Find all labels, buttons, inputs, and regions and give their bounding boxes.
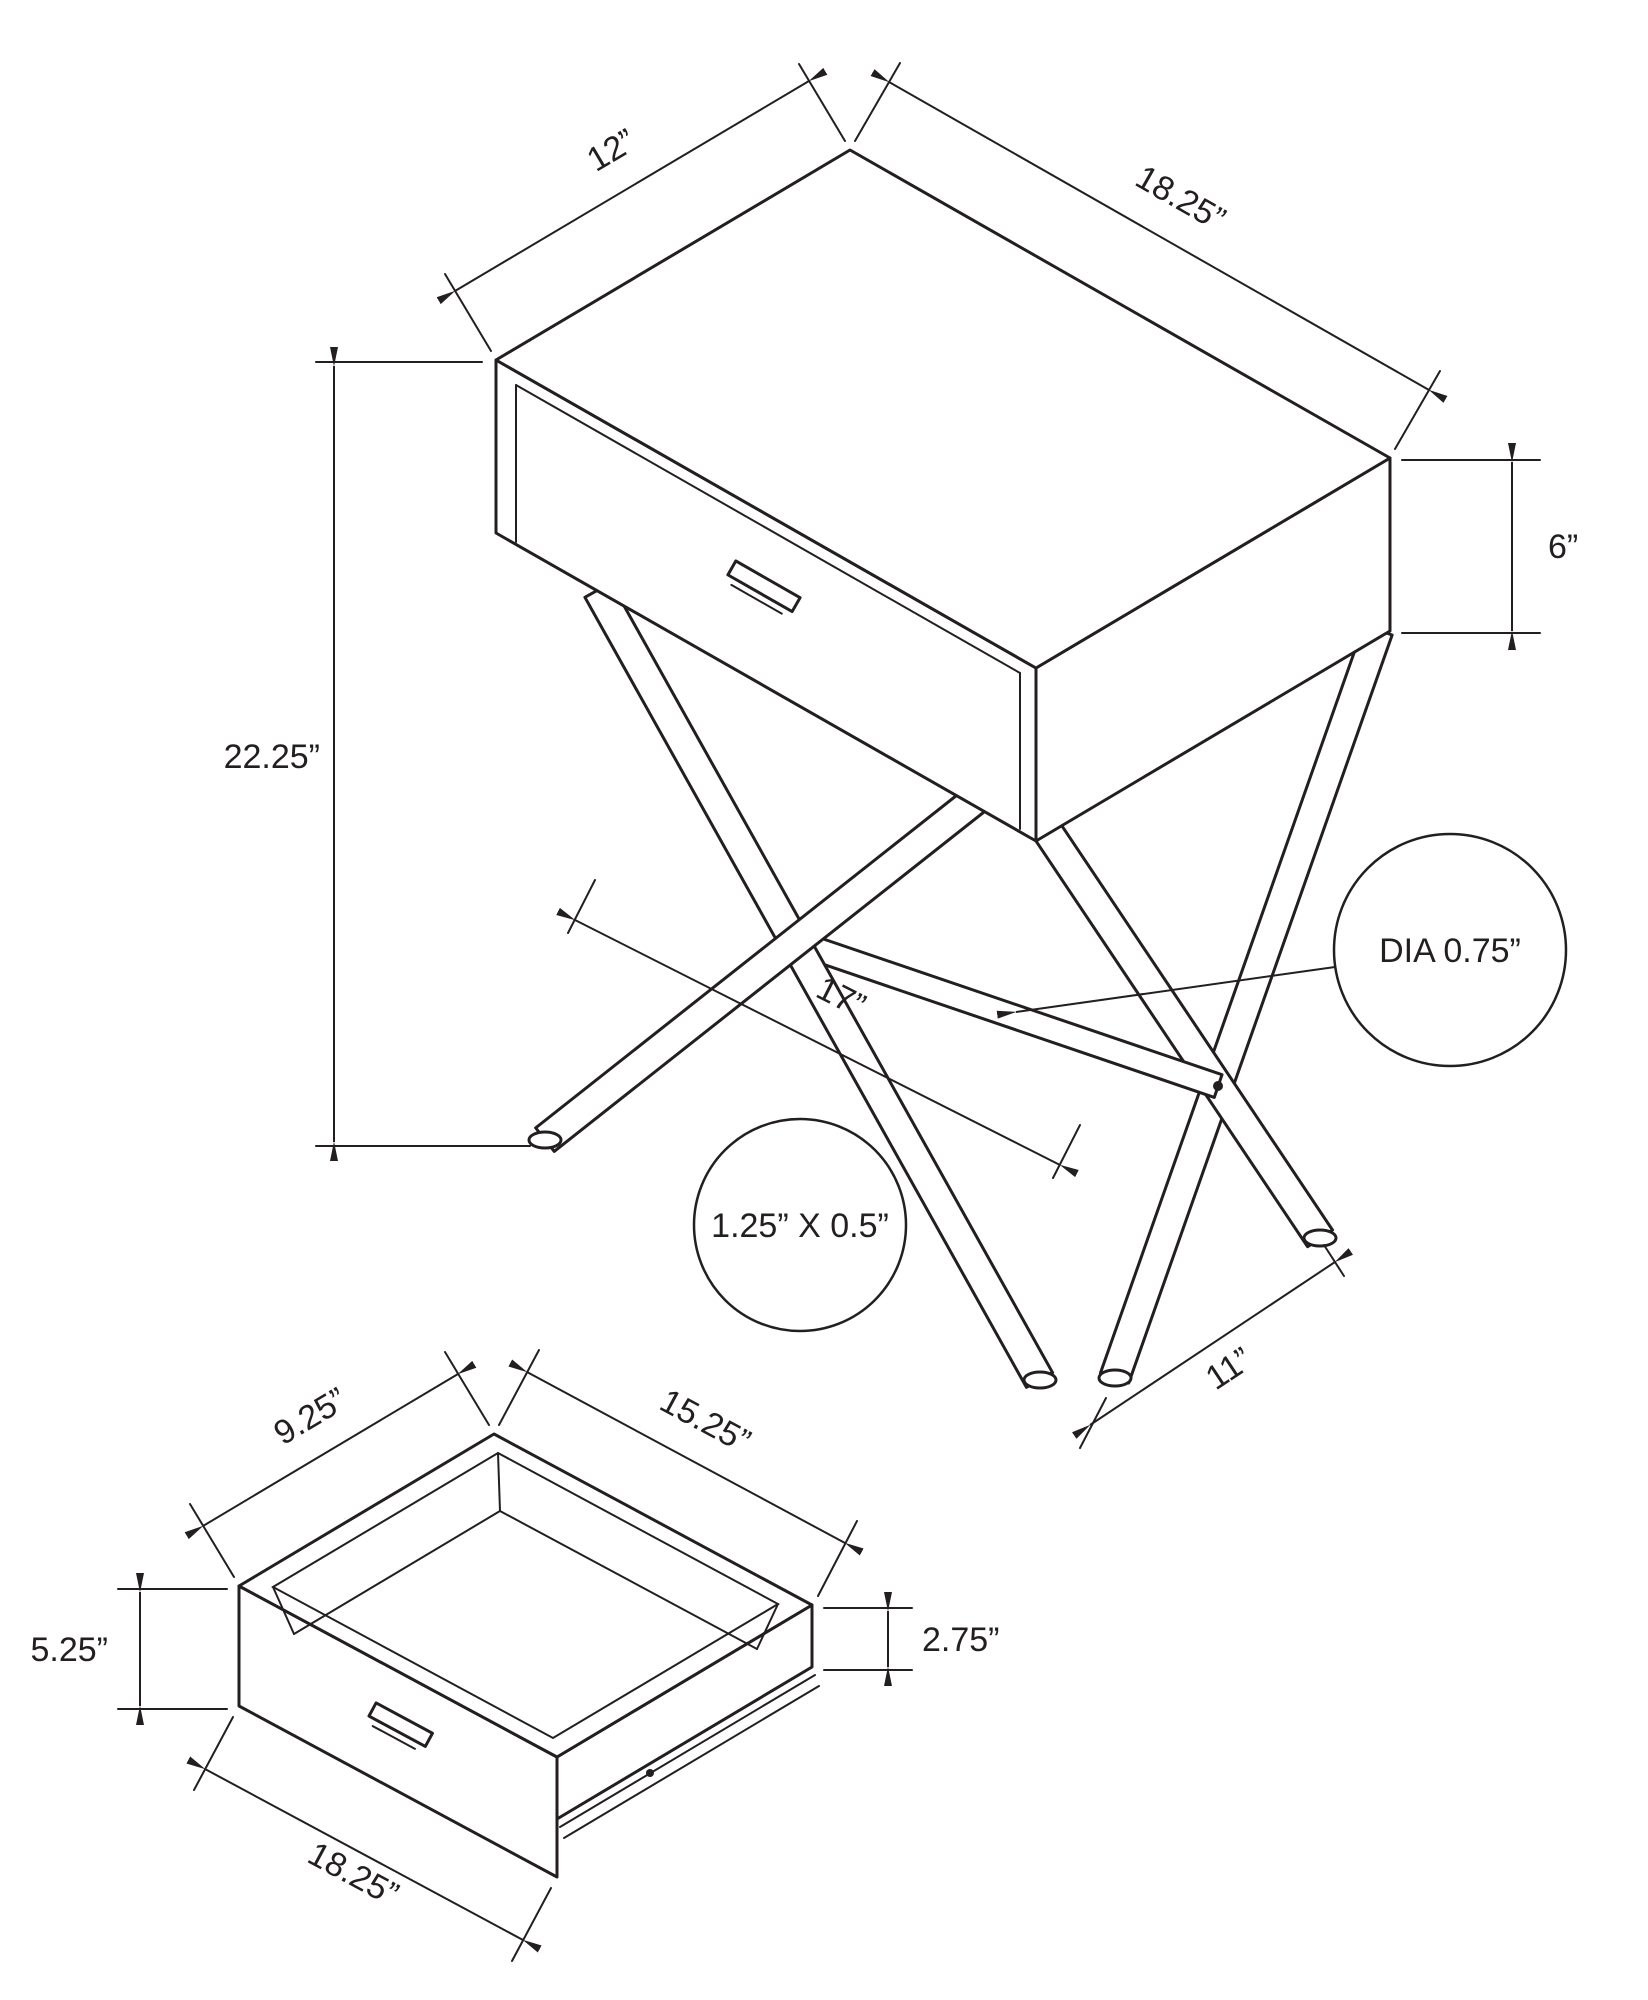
drawer-handle: [726, 559, 802, 615]
dim-drawer-front-height-label: 5.25”: [31, 1631, 109, 1669]
callout-circle: [1332, 832, 1568, 1068]
foot: [1097, 1368, 1133, 1388]
drawer-slide-rail: [559, 1674, 820, 1839]
rail-screw: [646, 1769, 654, 1777]
callout-circle: [692, 1117, 908, 1333]
dim-drawer-height: 6”: [1401, 443, 1578, 650]
drawer-seams: [515, 384, 1021, 830]
dim-foot-span-label: 11”: [1199, 1340, 1259, 1397]
callout-stretcher-diameter-label: DIA 0.75”: [1379, 932, 1521, 970]
drawer-detail-handle: [367, 1701, 434, 1750]
callout-leg-size-label: 1.25” X 0.5”: [711, 1207, 889, 1245]
foot: [1022, 1370, 1058, 1390]
dim-drawer-front-height: 5.25”: [31, 1573, 228, 1725]
foot: [1302, 1228, 1338, 1248]
drawer-detail-view: 9.25” 15.25” 5.25” 2.75” 18.: [31, 1349, 1000, 1962]
callout-leg-size: 1.25” X 0.5”: [692, 1117, 908, 1333]
dim-drawer-depth-label: 9.25”: [267, 1380, 353, 1452]
dim-top-depth-label: 12”: [581, 122, 643, 180]
callout-stretcher-diameter: DIA 0.75”: [996, 832, 1568, 1068]
table-box: [494, 148, 1392, 843]
bolt: [1213, 1081, 1223, 1091]
dim-drawer-side-height-label: 2.75”: [922, 1621, 1000, 1659]
dim-overall-height: 22.25”: [224, 347, 531, 1161]
dim-drawer-outer-width-label: 18.25”: [302, 1835, 405, 1914]
dim-drawer-side-height: 2.75”: [823, 1592, 1000, 1686]
main-table-view: 12” 18.25” 6” 22.25” 17”: [224, 62, 1578, 1449]
foot: [527, 1130, 563, 1150]
dim-drawer-height-label: 6”: [1548, 528, 1578, 566]
dim-overall-height-label: 22.25”: [224, 738, 320, 776]
